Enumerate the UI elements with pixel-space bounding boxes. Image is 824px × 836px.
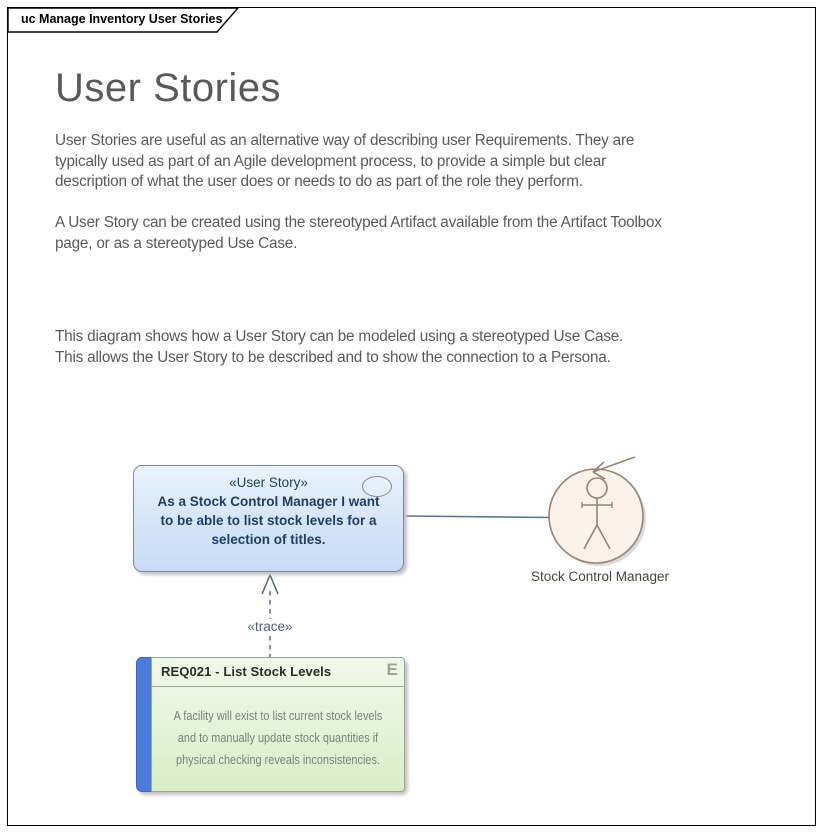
paragraph-line: This allows the User Story to be describ… xyxy=(55,348,611,366)
paragraph-line: typically used as part of an Agile devel… xyxy=(55,152,606,170)
use-case-oval-icon xyxy=(362,476,392,497)
intro-paragraph-2: A User Story can be created using the st… xyxy=(55,213,662,254)
requirement-header: REQ021 - List Stock Levels E xyxy=(152,658,404,687)
paragraph-line: A User Story can be created using the st… xyxy=(55,214,662,231)
external-requirement-icon: E xyxy=(386,660,398,679)
requirement-status-bar xyxy=(136,657,152,792)
requirement-text-line: A facility will exist to list current st… xyxy=(173,708,383,723)
user-story-node[interactable]: «User Story» As a Stock Control Manager … xyxy=(133,465,404,572)
user-story-text-line: to be able to list stock levels for a xyxy=(160,513,377,528)
diagram-frame xyxy=(7,7,816,826)
requirement-title: REQ021 - List Stock Levels xyxy=(161,664,332,679)
frame-tab[interactable]: uc Manage Inventory User Stories xyxy=(7,7,243,33)
requirement-node[interactable]: REQ021 - List Stock Levels E A facility … xyxy=(136,657,405,792)
page-title: User Stories xyxy=(55,66,282,110)
frame-tab-label: uc Manage Inventory User Stories xyxy=(21,12,223,26)
paragraph-line: This diagram shows how a User Story can … xyxy=(55,328,624,345)
user-story-stereotype: «User Story» xyxy=(229,475,308,490)
intro-paragraph-3: This diagram shows how a User Story can … xyxy=(55,327,623,368)
actor-icon xyxy=(548,456,646,566)
frame-tab-shape xyxy=(7,7,240,33)
paragraph-line: description of what the user does or nee… xyxy=(55,173,583,190)
trace-label: «trace» xyxy=(232,619,308,634)
requirement-text-line: and to manually update stock quantities … xyxy=(177,730,379,745)
requirement-text-line: physical checking reveals inconsistencie… xyxy=(176,752,380,767)
user-story-text: As a Stock Control Manager I want to be … xyxy=(134,492,403,549)
user-story-text-line: selection of titles. xyxy=(211,532,326,547)
requirement-body-panel: REQ021 - List Stock Levels E A facility … xyxy=(151,657,405,792)
actor-label: Stock Control Manager xyxy=(530,569,670,584)
actor-node[interactable] xyxy=(540,448,660,572)
user-story-text-line: As a Stock Control Manager I want xyxy=(157,494,380,509)
intro-paragraph-1: User Stories are useful as an alternativ… xyxy=(55,131,634,193)
paragraph-line: User Stories are useful as an alternativ… xyxy=(55,132,635,149)
requirement-text: A facility will exist to list current st… xyxy=(152,705,404,771)
paragraph-line: page, or as a stereotyped Use Case. xyxy=(55,234,298,252)
